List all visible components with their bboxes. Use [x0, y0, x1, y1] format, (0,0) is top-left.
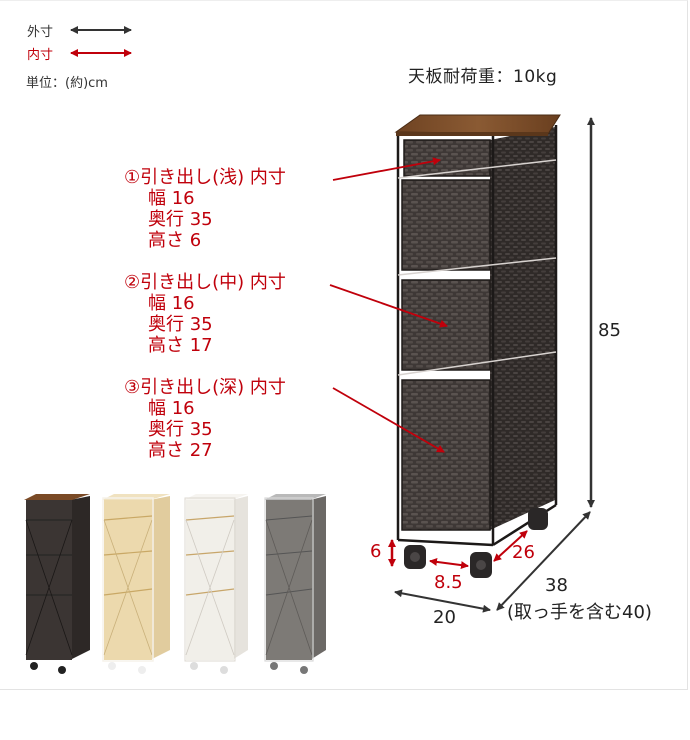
pointer-drawer-3 [332, 387, 445, 453]
drawer-spec-depth: 奥行 35 [148, 419, 213, 440]
legend-outer-label: 外寸 [27, 25, 54, 40]
caster-height-label: 6 [370, 541, 382, 562]
drawer-spec-width: 幅 16 [148, 398, 195, 419]
drawer-spec-depth: 奥行 35 [148, 209, 213, 230]
unit-label: 単位：(約)cm [26, 76, 108, 91]
pointer-drawer-2 [329, 284, 448, 328]
drawer-spec-2: ②引き出し(中) 内寸 幅 16 奥行 35 高さ 17 [124, 272, 286, 356]
depth-arrow-icon [496, 511, 591, 611]
drawer-spec-1: ①引き出し(浅) 内寸 幅 16 奥行 35 高さ 6 [124, 167, 286, 251]
caster-depth-arrow-icon [493, 530, 528, 562]
caster-depth-label: 26 [512, 542, 535, 563]
caster-width-label: 8.5 [434, 572, 463, 593]
depth-note-label: (取っ手を含む40) [507, 602, 652, 623]
drawer-spec-title: ①引き出し(浅) 内寸 [124, 167, 286, 188]
width-arrow-icon [394, 589, 491, 613]
depth-label: 38 [545, 575, 568, 596]
drawer-spec-depth: 奥行 35 [148, 314, 213, 335]
load-capacity-label: 天板耐荷重：10kg [408, 67, 558, 87]
variant-gray [264, 494, 326, 674]
pointer-drawer-1 [332, 157, 441, 181]
drawer-spec-height: 高さ 17 [148, 335, 213, 356]
variant-dark-brown [24, 494, 90, 674]
drawer-spec-width: 幅 16 [148, 188, 195, 209]
variant-natural [102, 494, 170, 674]
drawer-spec-title: ③引き出し(深) 内寸 [124, 377, 286, 398]
image-frame [0, 0, 688, 690]
drawer-spec-height: 高さ 6 [148, 230, 202, 251]
legend-inner-label: 内寸 [27, 48, 54, 63]
drawer-spec-title: ②引き出し(中) 内寸 [124, 272, 286, 293]
caster-width-arrow-icon [429, 557, 469, 570]
total-height-label: 85 [598, 320, 621, 341]
drawer-spec-height: 高さ 27 [148, 440, 213, 461]
drawer-spec-width: 幅 16 [148, 293, 195, 314]
width-label: 20 [433, 607, 456, 628]
variant-white [184, 494, 248, 674]
drawer-spec-3: ③引き出し(深) 内寸 幅 16 奥行 35 高さ 27 [124, 377, 286, 461]
